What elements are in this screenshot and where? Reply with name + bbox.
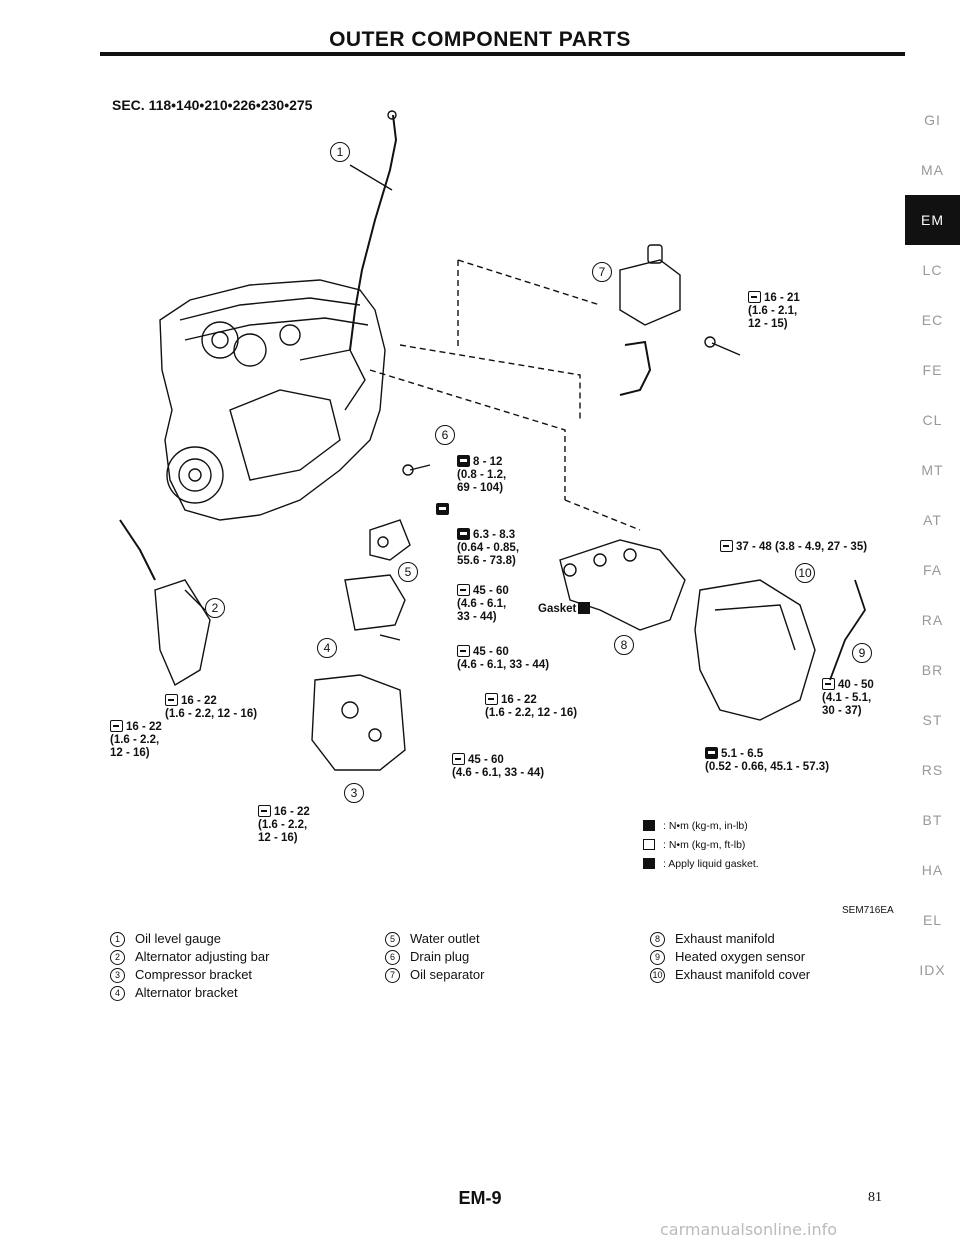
torque-ftlb-icon xyxy=(720,540,733,552)
tab-fa[interactable]: FA xyxy=(922,562,943,578)
torque-ftlb-icon xyxy=(110,720,123,732)
torque-ftlb-icon xyxy=(822,678,835,690)
torque-inlb-icon xyxy=(457,455,470,467)
torque-inlb-icon xyxy=(643,820,655,831)
torque-label-8: 16 - 22 (1.6 - 2.2, 12 - 16) xyxy=(165,694,258,720)
gasket-label: Gasket xyxy=(538,602,591,616)
page-title: OUTER COMPONENT PARTS xyxy=(329,28,631,51)
tab-at[interactable]: AT xyxy=(923,512,942,528)
torque-ftlb-icon xyxy=(165,694,178,706)
torque-label-5: 45 - 60 (4.6 - 6.1, 33 - 44) xyxy=(457,584,509,623)
figure-id: SEM716EA xyxy=(842,905,894,916)
torque-ftlb-icon xyxy=(643,839,655,850)
tab-br[interactable]: BR xyxy=(921,662,944,678)
torque-ftlb-icon xyxy=(457,645,470,657)
torque-label-4: 37 - 48 (3.8 - 4.9, 27 - 35) xyxy=(720,540,867,554)
legend-item-inlb: : N•m (kg-m, in-lb) xyxy=(643,820,748,832)
tab-ma[interactable]: MA xyxy=(921,162,944,178)
gasket-icon xyxy=(578,602,591,614)
oil-level-gauge xyxy=(349,114,398,351)
tab-cl[interactable]: CL xyxy=(922,412,943,428)
page-number: 81 xyxy=(868,1190,882,1205)
section-tabs: GI MA EM LC EC FE CL MT AT FA RA BR ST R… xyxy=(905,95,960,995)
torque-label-3: 6.3 - 8.3 (0.64 - 0.85, 55.6 - 73.8) xyxy=(457,528,520,567)
torque-inlb-icon xyxy=(457,528,470,540)
title-rule xyxy=(100,52,905,56)
callout-4: 4 xyxy=(317,638,337,658)
compressor-bracket-shape xyxy=(311,674,406,771)
callout-3: 3 xyxy=(344,783,364,803)
section-code: SEC. 118•140•210•226•230•275 xyxy=(112,97,313,113)
tab-ra[interactable]: RA xyxy=(921,612,944,628)
oxygen-sensor-shape xyxy=(829,579,866,681)
footer-page-code: EM-9 xyxy=(458,1188,502,1208)
liquid-gasket-icon xyxy=(436,503,449,515)
liquid-gasket-icon xyxy=(643,858,655,869)
watermark: carmanualsonline.info xyxy=(660,1220,838,1239)
torque-label-9: 16 - 22 (1.6 - 2.2, 12 - 16) xyxy=(110,720,162,759)
liquid-gasket-mark xyxy=(436,503,452,517)
torque-ftlb-icon xyxy=(258,805,271,817)
callout-1: 1 xyxy=(330,142,350,162)
tab-idx[interactable]: IDX xyxy=(919,962,946,978)
torque-label-2: 8 - 12 (0.8 - 1.2, 69 - 104) xyxy=(457,455,507,494)
callout-6: 6 xyxy=(435,425,455,445)
torque-label-1: 16 - 21 (1.6 - 2.1, 12 - 15) xyxy=(748,291,800,330)
engine-diagram xyxy=(119,110,866,771)
tab-rs[interactable]: RS xyxy=(921,762,944,778)
tab-bt[interactable]: BT xyxy=(922,812,943,828)
torque-label-11: 5.1 - 6.5 (0.52 - 0.66, 45.1 - 57.3) xyxy=(705,747,830,773)
tab-st[interactable]: ST xyxy=(922,712,943,728)
tab-mt[interactable]: MT xyxy=(921,462,944,478)
torque-ftlb-icon xyxy=(748,291,761,303)
torque-label-10: 16 - 22 (1.6 - 2.2, 12 - 16) xyxy=(485,693,578,719)
alternator-bracket-shape xyxy=(344,574,406,631)
torque-ftlb-icon xyxy=(485,693,498,705)
tab-ha[interactable]: HA xyxy=(921,862,944,878)
torque-label-13: 16 - 22 (1.6 - 2.2, 12 - 16) xyxy=(258,805,310,844)
callout-2: 2 xyxy=(205,598,225,618)
tab-em[interactable]: EM xyxy=(905,195,960,245)
callout-9: 9 xyxy=(852,643,872,663)
callout-10: 10 xyxy=(795,563,815,583)
tab-lc[interactable]: LC xyxy=(922,262,943,278)
tab-el[interactable]: EL xyxy=(922,912,943,928)
tab-gi[interactable]: GI xyxy=(924,112,941,128)
water-outlet-shape xyxy=(369,519,411,561)
callout-7: 7 xyxy=(592,262,612,282)
torque-ftlb-icon xyxy=(457,584,470,596)
callout-5: 5 xyxy=(398,562,418,582)
exhaust-manifold-shape xyxy=(559,539,686,631)
alternator-adjusting-bar-shape xyxy=(154,579,211,687)
torque-label-6: 45 - 60 (4.6 - 6.1, 33 - 44) xyxy=(457,645,550,671)
exhaust-manifold-cover-shape xyxy=(694,579,816,721)
engine-block xyxy=(159,279,386,521)
tab-fe[interactable]: FE xyxy=(922,362,943,378)
torque-ftlb-icon xyxy=(452,753,465,765)
legend-item-ftlb: : N•m (kg-m, ft-lb) xyxy=(643,839,745,851)
tab-ec[interactable]: EC xyxy=(921,312,944,328)
callout-8: 8 xyxy=(614,635,634,655)
oil-separator-shape xyxy=(619,259,681,326)
legend-item-gasket: : Apply liquid gasket. xyxy=(643,858,759,870)
torque-label-12: 45 - 60 (4.6 - 6.1, 33 - 44) xyxy=(452,753,545,779)
torque-label-7: 40 - 50 (4.1 - 5.1, 30 - 37) xyxy=(822,678,874,717)
torque-inlb-icon xyxy=(705,747,718,759)
